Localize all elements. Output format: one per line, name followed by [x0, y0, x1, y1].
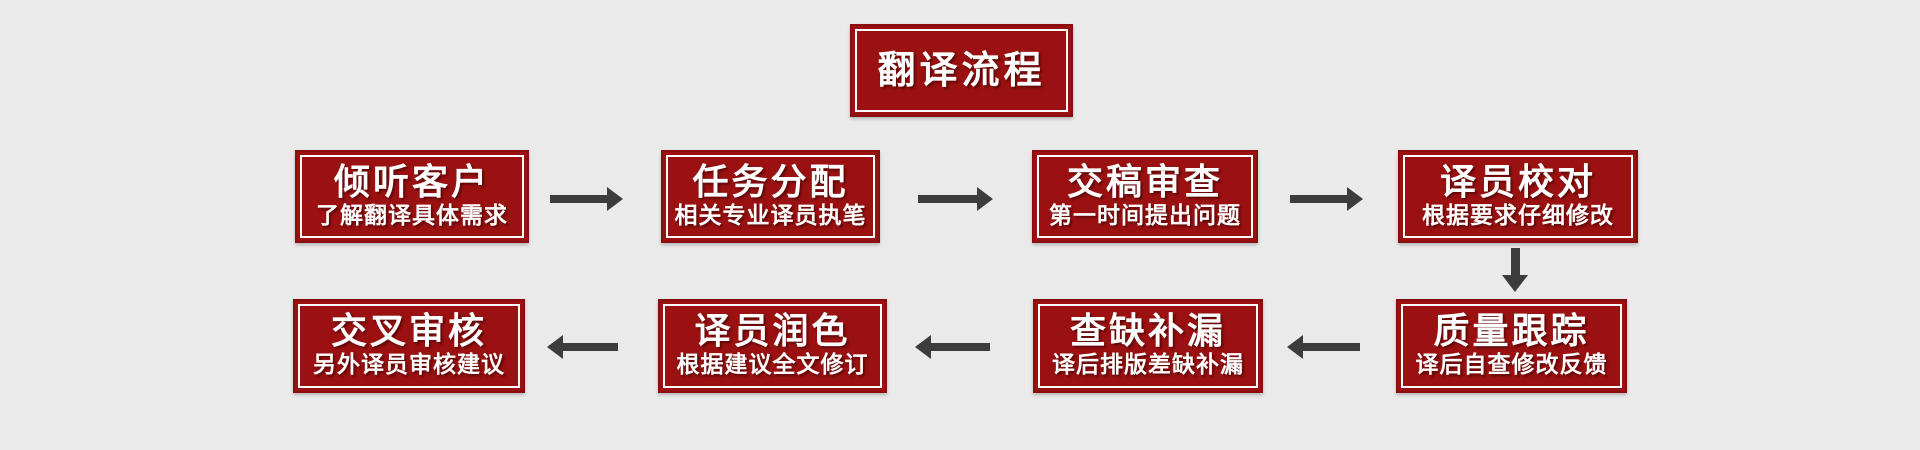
diagram-title-inner: 翻译流程 — [855, 29, 1068, 112]
step-cross-review: 交叉审核 另外译员审核建议 — [293, 299, 525, 393]
step-subtitle: 译后自查修改反馈 — [1415, 352, 1608, 379]
step-subtitle: 译后排版差缺补漏 — [1052, 352, 1244, 379]
step-quality-tracking: 质量跟踪 译后自查修改反馈 — [1396, 299, 1627, 393]
step-inner: 质量跟踪 译后自查修改反馈 — [1401, 304, 1622, 388]
arrow-right-1 — [550, 187, 623, 211]
step-listen-to-client: 倾听客户 了解翻译具体需求 — [295, 150, 529, 243]
step-subtitle: 根据建议全文修订 — [676, 352, 869, 379]
arrow-right-2 — [918, 187, 993, 211]
step-inner: 查缺补漏 译后排版差缺补漏 — [1038, 304, 1258, 388]
arrow-head-right-icon — [1347, 187, 1363, 211]
step-inner: 交稿审查 第一时间提出问题 — [1037, 155, 1253, 238]
step-task-assignment: 任务分配 相关专业译员执笔 — [661, 150, 880, 243]
arrow-shaft — [918, 195, 977, 203]
step-subtitle: 相关专业译员执笔 — [674, 202, 867, 229]
step-inner: 交叉审核 另外译员审核建议 — [298, 304, 520, 388]
arrow-head-right-icon — [607, 187, 623, 211]
step-gap-check: 查缺补漏 译后排版差缺补漏 — [1033, 299, 1263, 393]
arrow-head-left-icon — [547, 335, 563, 359]
arrow-head-right-icon — [977, 187, 993, 211]
step-subtitle: 根据要求仔细修改 — [1422, 202, 1614, 229]
step-subtitle: 另外译员审核建议 — [313, 352, 505, 379]
step-title: 交叉审核 — [330, 311, 487, 353]
step-title: 译员校对 — [1439, 161, 1596, 203]
arrow-left-1 — [1287, 335, 1360, 359]
step-subtitle: 了解翻译具体需求 — [316, 202, 508, 229]
step-inner: 任务分配 相关专业译员执笔 — [666, 155, 875, 238]
arrow-head-left-icon — [1287, 335, 1303, 359]
arrow-left-2 — [915, 335, 990, 359]
step-subtitle: 第一时间提出问题 — [1049, 202, 1241, 229]
step-title: 倾听客户 — [333, 161, 490, 203]
arrow-shaft — [1303, 343, 1360, 351]
step-title: 交稿审查 — [1066, 161, 1223, 203]
arrow-shaft — [550, 195, 607, 203]
arrow-head-left-icon — [915, 335, 931, 359]
arrow-right-3 — [1290, 187, 1363, 211]
arrow-head-down-icon — [1502, 275, 1528, 292]
step-inner: 倾听客户 了解翻译具体需求 — [300, 155, 524, 238]
step-title: 质量跟踪 — [1433, 311, 1590, 353]
arrow-shaft — [1290, 195, 1347, 203]
step-draft-review: 交稿审查 第一时间提出问题 — [1032, 150, 1258, 243]
step-inner: 译员润色 根据建议全文修订 — [663, 304, 882, 388]
diagram-title-box: 翻译流程 — [850, 24, 1073, 117]
arrow-shaft — [1510, 248, 1520, 275]
step-title: 查缺补漏 — [1069, 311, 1226, 353]
arrow-left-3 — [547, 335, 618, 359]
step-translator-polishing: 译员润色 根据建议全文修订 — [658, 299, 887, 393]
step-title: 任务分配 — [692, 161, 849, 203]
step-title: 译员润色 — [694, 311, 851, 353]
arrow-shaft — [563, 343, 618, 351]
step-translator-proofreading: 译员校对 根据要求仔细修改 — [1398, 150, 1638, 243]
arrow-down-1 — [1502, 248, 1528, 292]
step-inner: 译员校对 根据要求仔细修改 — [1403, 155, 1633, 238]
diagram-title: 翻译流程 — [877, 48, 1046, 93]
arrow-shaft — [931, 343, 990, 351]
